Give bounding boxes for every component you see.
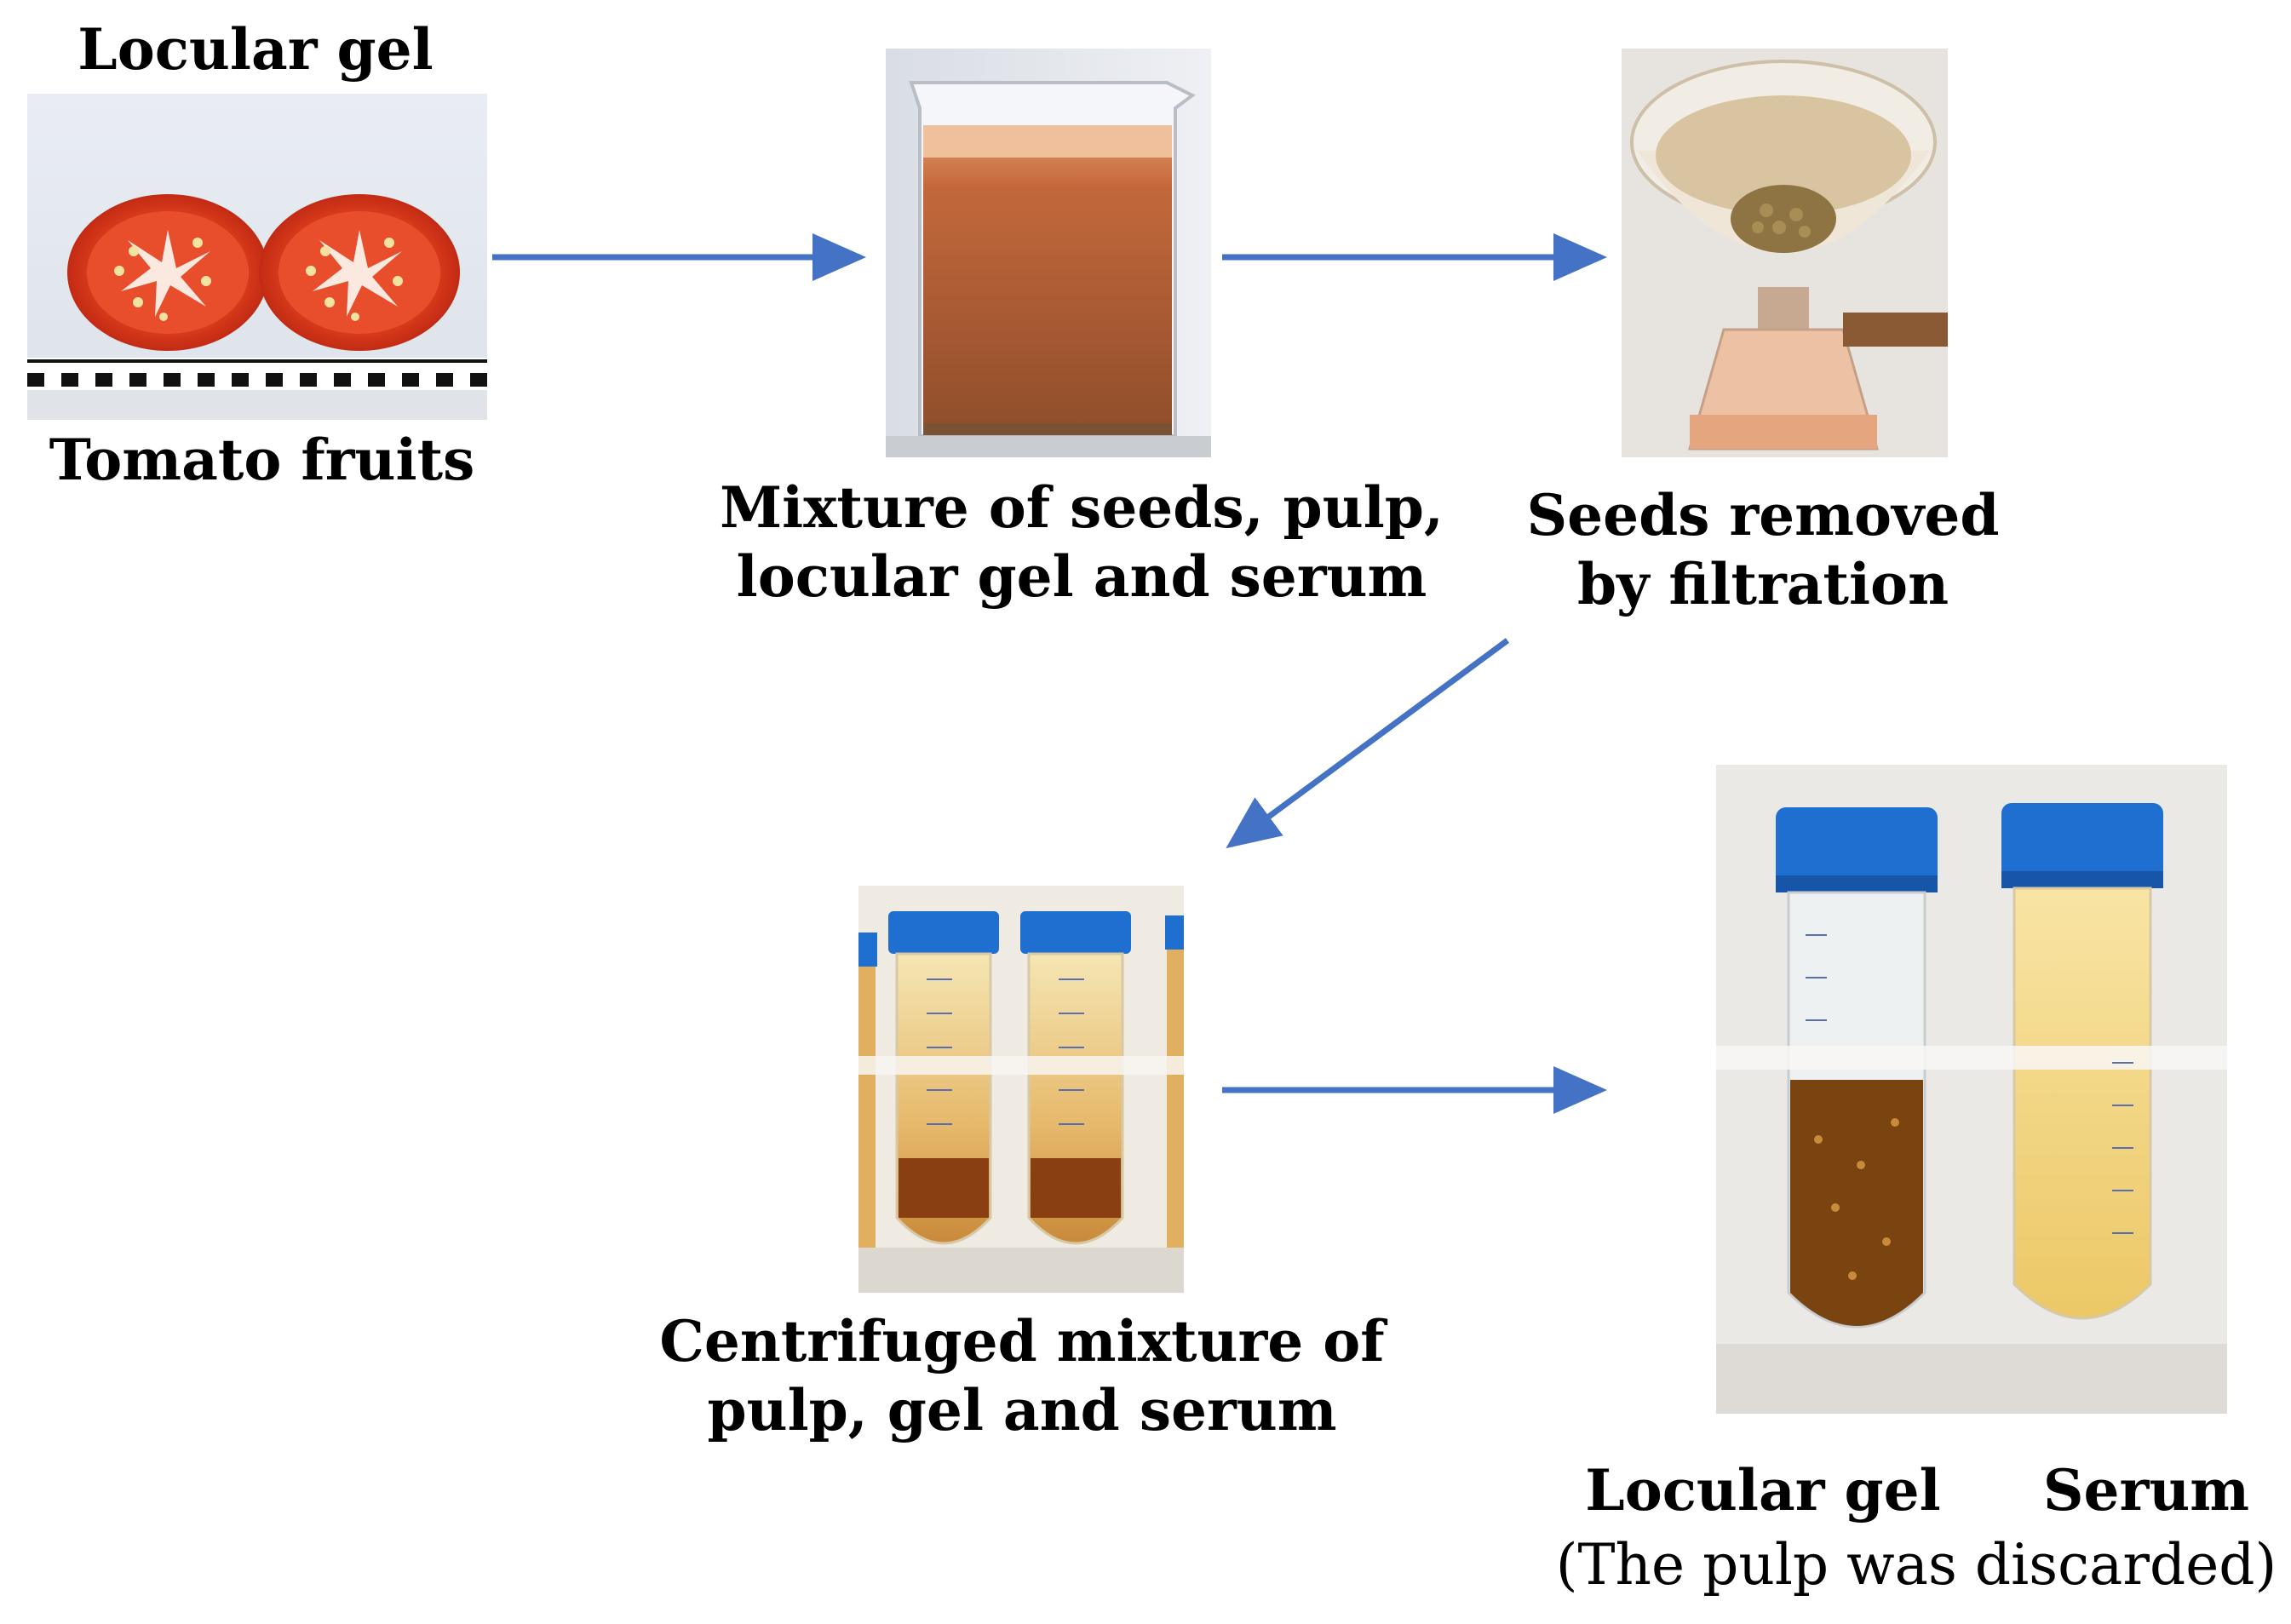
mixture-label: Mixture of seeds, pulp, locular gel and … xyxy=(707,473,1456,611)
pulp-discarded-note: (The pulp was discarded) xyxy=(1555,1532,2277,1598)
seeds-removed-label: Seeds removed by filtration xyxy=(1499,481,2027,618)
centrifuged-label-line1: Centrifuged mixture of xyxy=(659,1308,1385,1374)
mixture-label-line2: locular gel and serum xyxy=(736,542,1427,610)
seeds-removed-label-line2: by filtration xyxy=(1576,550,1949,617)
funnel-filtration-photo xyxy=(1622,49,1948,457)
arrow-filtration-to-centrifuged xyxy=(1226,638,1510,849)
separated-gel-serum-photo xyxy=(1716,765,2227,1414)
centrifuged-label-line2: pulp, gel and serum xyxy=(707,1376,1337,1443)
centrifuged-tubes-photo xyxy=(858,886,1184,1293)
beaker-mixture-photo xyxy=(886,49,1211,457)
mixture-label-line1: Mixture of seeds, pulp, xyxy=(720,474,1444,541)
seeds-removed-label-line1: Seeds removed xyxy=(1526,482,2000,548)
tomato-fruits-label: Tomato fruits xyxy=(49,427,475,493)
locular-gel-bottom-label: Locular gel xyxy=(1585,1457,1941,1524)
tomato-fruits-photo xyxy=(27,94,487,420)
locular-gel-top-label: Locular gel xyxy=(78,16,434,83)
centrifuged-label: Centrifuged mixture of pulp, gel and ser… xyxy=(643,1307,1401,1444)
serum-label: Serum xyxy=(2042,1457,2250,1524)
